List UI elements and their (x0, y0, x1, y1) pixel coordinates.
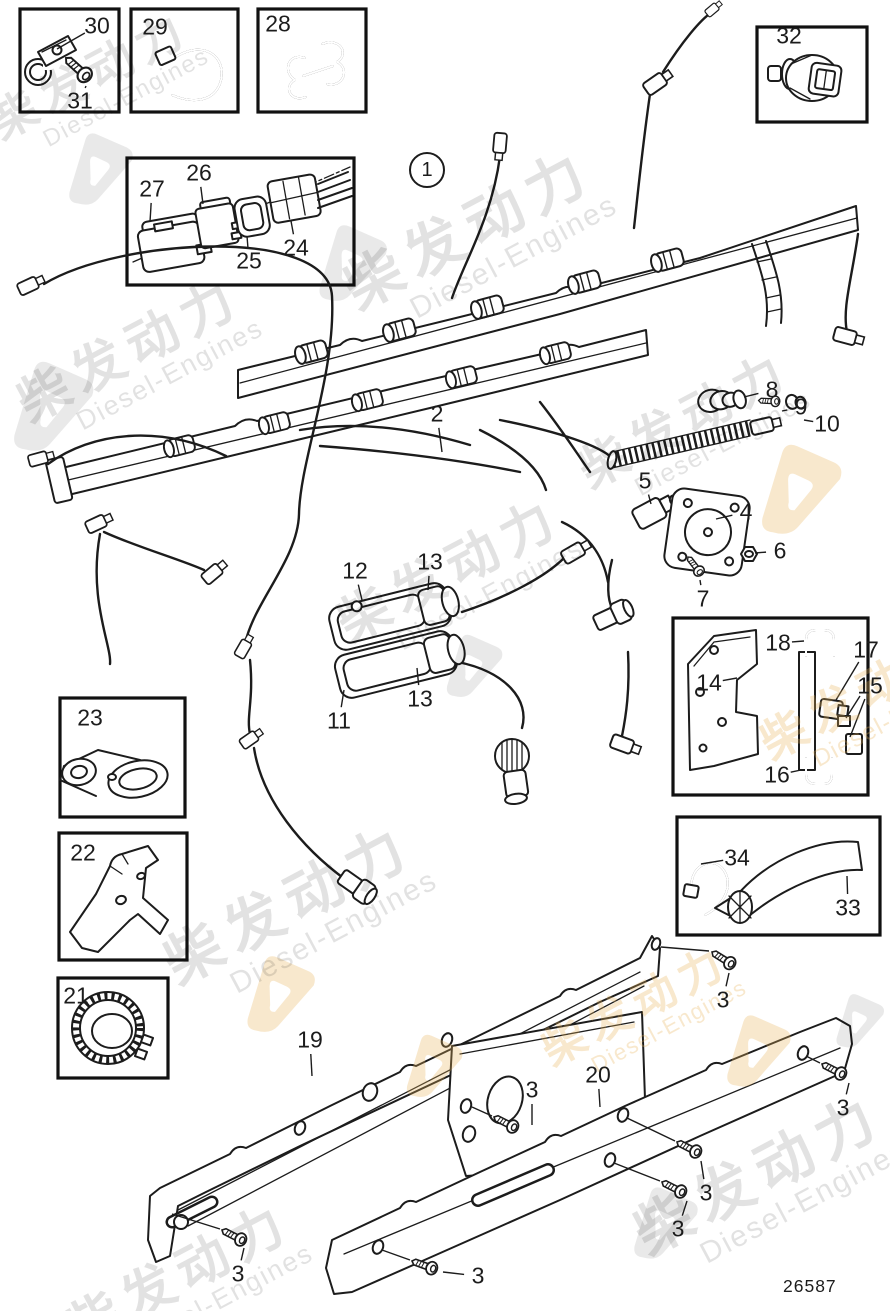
callout-20: 20 (585, 1061, 611, 1088)
callout-4: 4 (739, 498, 753, 525)
part-14-18-bracket-group (687, 629, 863, 785)
callout-6: 6 (773, 537, 787, 564)
callout-15: 15 (857, 672, 883, 699)
callout-10: 10 (814, 410, 840, 437)
callout-3: 3 (699, 1179, 713, 1206)
harness-upper-rail (237, 205, 859, 399)
callout-26: 26 (186, 159, 212, 186)
part-11-13-twin-connectors (328, 582, 466, 699)
callout-11: 11 (327, 707, 351, 734)
part-24-27-relay-group (132, 166, 353, 273)
part-22-bracket (69, 845, 169, 953)
detail-box-14-18 (671, 616, 870, 797)
callout-18: 18 (765, 629, 791, 656)
callout-28: 28 (265, 10, 291, 37)
callout-3: 3 (231, 1260, 245, 1287)
callout-31: 31 (67, 87, 93, 114)
part-29-cable-tie (154, 45, 223, 101)
part-21-ring (71, 991, 155, 1065)
part-23-bracket (59, 749, 169, 799)
callout-25: 25 (236, 247, 262, 274)
part-4-7-flange-group (631, 487, 758, 579)
detail-box-33-34 (675, 815, 882, 937)
callout-7: 7 (696, 585, 710, 612)
callout-2: 2 (430, 400, 444, 427)
corrugated-tube (606, 240, 784, 470)
detail-box-22 (57, 831, 189, 962)
callout-16: 16 (764, 761, 790, 788)
callout-3: 3 (525, 1076, 539, 1103)
callout-12: 12 (342, 557, 368, 584)
callout-13: 13 (407, 685, 433, 712)
detail-box-30-31 (18, 7, 121, 114)
callout-8: 8 (765, 376, 779, 403)
callout-9: 9 (794, 393, 808, 420)
callout-1: 1 (409, 152, 445, 188)
part-33-34-hose-tie (682, 840, 863, 924)
callout-3: 3 (716, 986, 730, 1013)
callout-27: 27 (139, 175, 165, 202)
callout-21: 21 (63, 982, 89, 1009)
detail-box-28 (256, 7, 368, 114)
callout-3: 3 (671, 1215, 685, 1242)
callout-23: 23 (77, 704, 103, 731)
callout-22: 22 (70, 839, 96, 866)
callout-34: 34 (724, 844, 750, 871)
callout-3: 3 (471, 1262, 485, 1289)
mounting-screws (171, 945, 850, 1278)
detail-box-32 (755, 25, 869, 124)
callout-3: 3 (836, 1094, 850, 1121)
callout-30: 30 (84, 12, 110, 39)
callout-14: 14 (696, 669, 722, 696)
callout-32: 32 (776, 22, 802, 49)
detail-box-21 (56, 976, 170, 1080)
callout-33: 33 (835, 894, 861, 921)
detail-box-frames (18, 7, 882, 1080)
harness-wires (42, 10, 860, 882)
callout-13: 13 (417, 548, 443, 575)
harness-connectors (15, 0, 867, 906)
part-8-9-10-grommet-screw-bushing (697, 388, 807, 413)
callout-29: 29 (142, 13, 168, 40)
drawing-number: 26587 (783, 1276, 837, 1296)
part-32-plug (767, 54, 843, 102)
callout-19: 19 (297, 1026, 323, 1053)
detail-box-23 (58, 696, 187, 819)
harness-duct-2 (44, 329, 649, 504)
callout-5: 5 (638, 467, 652, 494)
detail-box-29 (129, 7, 240, 114)
callout-24: 24 (283, 234, 309, 261)
callout-17: 17 (853, 636, 879, 663)
part-28-clip (286, 41, 346, 100)
